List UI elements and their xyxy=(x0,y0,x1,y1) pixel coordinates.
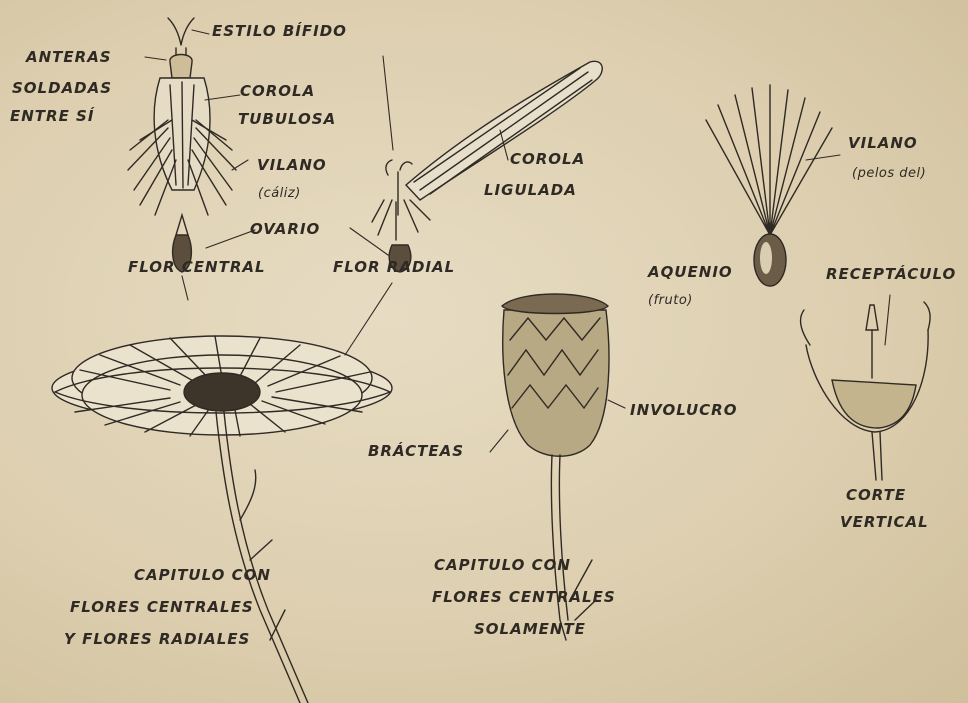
label-vilano-pelos-line1: VILANO xyxy=(848,134,918,153)
label-capitulo-discoide-line3: SOLAMENTE xyxy=(474,620,586,639)
label-corte-line1: CORTE xyxy=(846,486,906,505)
label-corte-line2: VERTICAL xyxy=(840,513,929,532)
central-floret-drawing xyxy=(128,18,236,272)
label-vilano-calix-line2: (cáliz) xyxy=(258,184,301,203)
label-corola-tubulosa-line1: COROLA xyxy=(240,82,315,101)
label-corola-tubulosa-line2: TUBULOSA xyxy=(238,110,336,129)
label-aquenio-line2: (fruto) xyxy=(648,291,693,310)
label-anteras-line3: ENTRE SÍ xyxy=(10,107,94,126)
label-flor-central: FLOR CENTRAL xyxy=(128,258,266,277)
label-capitulo-radiado-line1: CAPITULO CON xyxy=(134,566,271,585)
label-corola-ligulada-line1: COROLA xyxy=(510,150,585,169)
label-ovario: OVARIO xyxy=(250,220,320,239)
vertical-section-drawing xyxy=(801,302,930,480)
label-vilano-pelos-line2: (pelos del) xyxy=(852,164,926,183)
label-anteras-line1: ANTERAS xyxy=(26,48,112,67)
label-involucro: INVOLUCRO xyxy=(630,401,737,420)
label-capitulo-radiado-line2: FLORES CENTRALES xyxy=(70,598,254,617)
label-anteras-line2: SOLDADAS xyxy=(12,79,112,98)
label-bracteas: BRÁCTEAS xyxy=(368,442,464,461)
label-receptaculo: RECEPTÁCULO xyxy=(826,265,956,284)
label-capitulo-radiado-line3: Y FLORES RADIALES xyxy=(64,630,250,649)
label-capitulo-discoide-line1: CAPITULO CON xyxy=(434,556,571,575)
label-corola-ligulada-line2: LIGULADA xyxy=(484,181,577,200)
label-estilo-bifido: ESTILO BÍFIDO xyxy=(212,22,347,41)
label-aquenio-line1: AQUENIO xyxy=(648,263,733,282)
label-vilano-calix-line1: VILANO xyxy=(257,156,327,175)
label-flor-radial: FLOR RADIAL xyxy=(333,258,455,277)
achene-drawing xyxy=(706,85,832,286)
label-capitulo-discoide-line2: FLORES CENTRALES xyxy=(432,588,616,607)
